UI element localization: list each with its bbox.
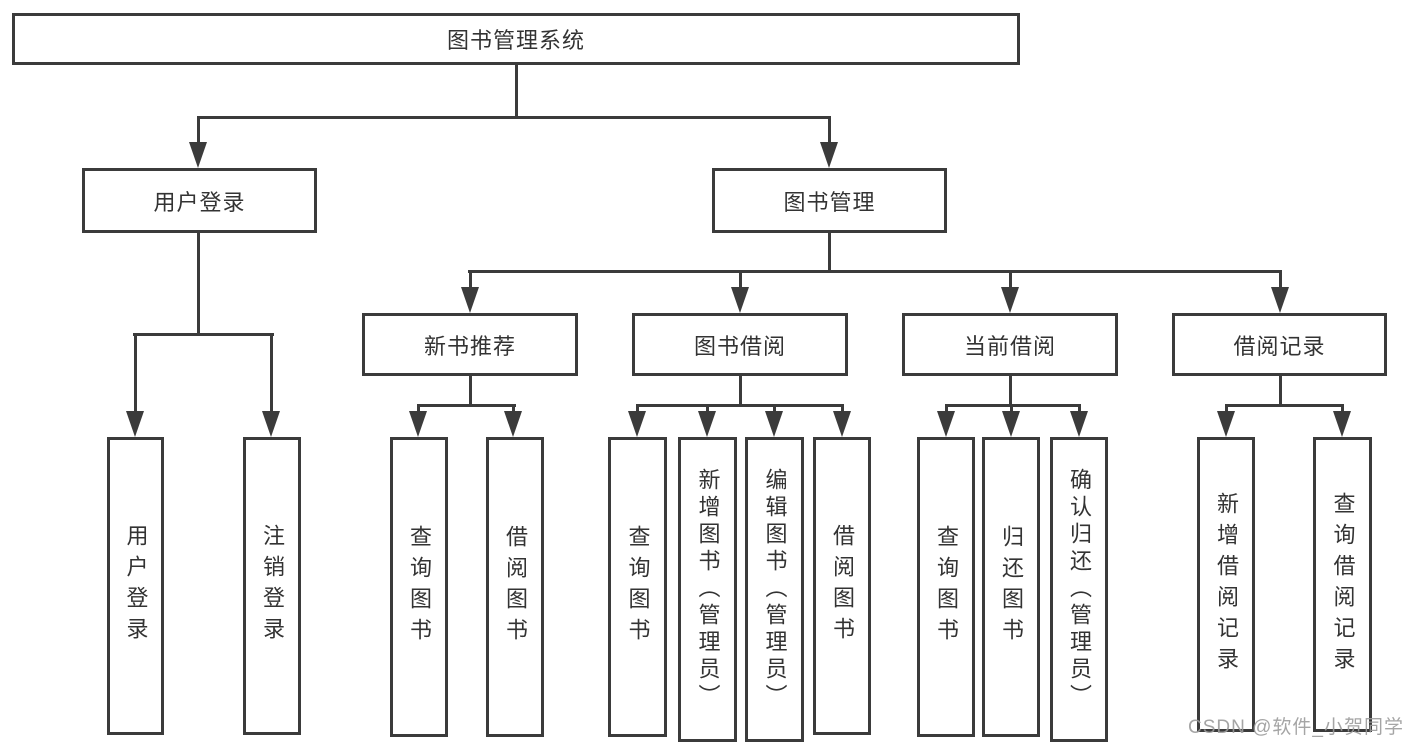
connector-line [197, 233, 200, 336]
connector-line [512, 404, 515, 414]
arrow-down-icon [731, 287, 749, 313]
node-root: 图书管理系统 [12, 13, 1020, 65]
leaf-recommend-query-book: 查询图书 [390, 437, 448, 737]
connector-line [515, 65, 518, 118]
connector-line [417, 404, 420, 414]
arrow-down-icon [833, 411, 851, 437]
connector-line [1279, 270, 1282, 289]
leaf-current-return-book: 归还图书 [982, 437, 1040, 737]
connector-line [468, 270, 1282, 273]
arrow-down-icon [504, 411, 522, 437]
arrow-down-icon [1070, 411, 1088, 437]
connector-line [1225, 404, 1344, 407]
leaf-user-login: 用户登录 [107, 437, 164, 735]
node-book-management: 图书管理 [712, 168, 947, 233]
connector-line [706, 404, 709, 414]
leaf-current-query-book: 查询图书 [917, 437, 975, 737]
connector-line [1279, 376, 1282, 407]
arrow-down-icon [1001, 287, 1019, 313]
connector-line [197, 116, 831, 119]
connector-line [1078, 404, 1081, 414]
node-new-book-recommend: 新书推荐 [362, 313, 578, 376]
leaf-records-add-record: 新增借阅记录 [1197, 437, 1255, 732]
connector-line [469, 376, 472, 407]
node-borrow-records: 借阅记录 [1172, 313, 1387, 376]
connector-line [828, 233, 831, 273]
leaf-borrow-edit-book-admin: 编辑图书（管理员） [745, 437, 804, 742]
arrow-down-icon [698, 411, 716, 437]
leaf-borrow-add-book-admin: 新增图书（管理员） [678, 437, 737, 742]
connector-line [773, 404, 776, 414]
connector-line [1010, 404, 1013, 414]
arrow-down-icon [1002, 411, 1020, 437]
connector-line [945, 404, 1081, 407]
connector-line [1009, 376, 1012, 407]
arrow-down-icon [409, 411, 427, 437]
arrow-down-icon [262, 411, 280, 437]
connector-line [134, 333, 137, 413]
node-book-borrow: 图书借阅 [632, 313, 848, 376]
leaf-recommend-borrow-book: 借阅图书 [486, 437, 544, 737]
connector-line [1225, 404, 1228, 414]
arrow-down-icon [126, 411, 144, 437]
connector-line [636, 404, 844, 407]
leaf-user-logout: 注销登录 [243, 437, 301, 735]
csdn-watermark: CSDN @软件_小贺同学 [1188, 717, 1404, 738]
leaf-records-query-record: 查询借阅记录 [1313, 437, 1372, 732]
arrow-down-icon [461, 287, 479, 313]
connector-line [841, 404, 844, 414]
connector-line [417, 404, 516, 407]
arrow-down-icon [628, 411, 646, 437]
leaf-current-confirm-return-admin: 确认归还（管理员） [1050, 437, 1108, 742]
arrow-down-icon [1217, 411, 1235, 437]
connector-line [133, 333, 274, 336]
leaf-borrow-borrow-book: 借阅图书 [813, 437, 871, 735]
connector-line [636, 404, 639, 414]
connector-line [739, 376, 742, 407]
node-user-login: 用户登录 [82, 168, 317, 233]
connector-line [739, 270, 742, 289]
arrow-down-icon [937, 411, 955, 437]
arrow-down-icon [1271, 287, 1289, 313]
node-current-borrow: 当前借阅 [902, 313, 1118, 376]
connector-line [1341, 404, 1344, 414]
arrow-down-icon [1333, 411, 1351, 437]
arrow-down-icon [765, 411, 783, 437]
connector-line [945, 404, 948, 414]
connector-line [1009, 270, 1012, 289]
leaf-borrow-query-book: 查询图书 [608, 437, 667, 737]
connector-line [197, 116, 200, 144]
connector-line [270, 333, 273, 413]
arrow-down-icon [820, 142, 838, 168]
arrow-down-icon [189, 142, 207, 168]
connector-line [828, 116, 831, 144]
connector-line [469, 270, 472, 289]
